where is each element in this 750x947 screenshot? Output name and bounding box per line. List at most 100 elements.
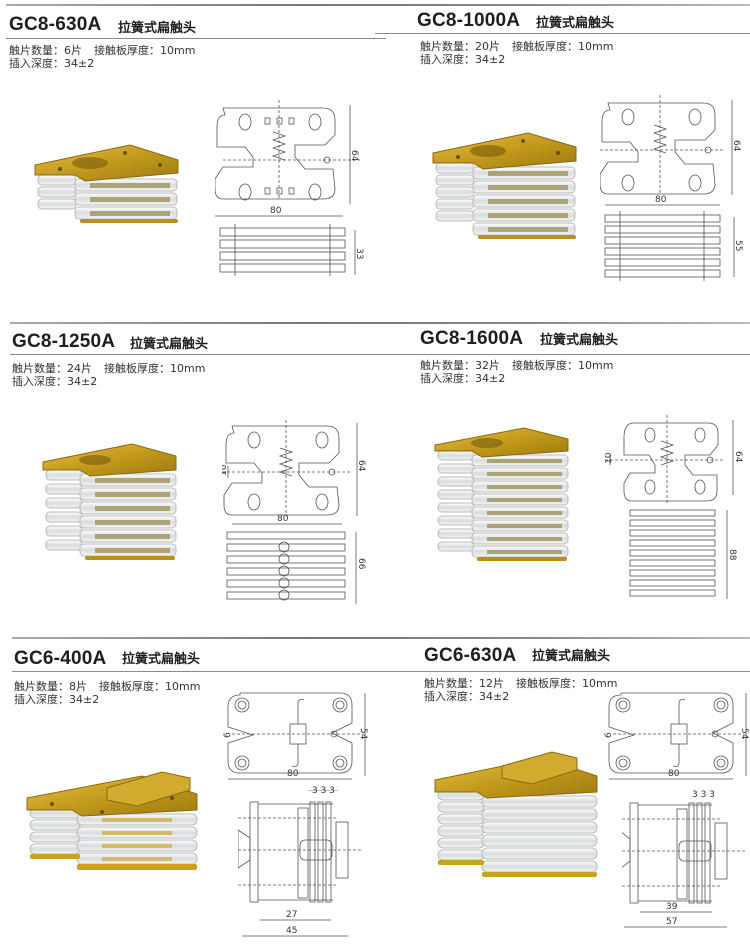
dim-gap: 6 (604, 732, 614, 738)
technical-drawing: 10 64 88 (605, 415, 743, 599)
product-type: 拉簧式扁触头 (130, 337, 209, 352)
dim-stack: 33 (354, 248, 364, 259)
thickness-label: 接触板厚度： (512, 40, 578, 53)
plate-stack (37, 174, 178, 223)
thickness-label: 接触板厚度： (512, 359, 578, 372)
model-title: GC6-630A (424, 645, 517, 666)
spec-block: 触片数量：20片接触板厚度：10mm 插入深度：34±2 (420, 40, 613, 66)
divider-top (6, 4, 750, 6)
technical-drawing: 39 57 (622, 802, 747, 928)
depth: 34±2 (475, 53, 506, 66)
spec-block: 触片数量：32片接触板厚度：10mm 插入深度：34±2 (420, 359, 613, 385)
divider-under-title (6, 38, 386, 39)
dim-height: 54 (358, 728, 368, 740)
depth-label: 插入深度： (14, 693, 69, 706)
contact-count: 12片 (479, 677, 504, 690)
contact-count: 6片 (64, 44, 82, 57)
contact-count-label: 触片数量： (420, 359, 475, 372)
product-photo (434, 427, 569, 561)
thickness-label: 接触板厚度： (94, 44, 160, 57)
contact-count: 8片 (69, 680, 87, 693)
contact-count-label: 触片数量： (9, 44, 64, 57)
divider-under-title (10, 354, 750, 355)
dim-pitch: 3 3 3 (312, 786, 335, 795)
model-title: GC6-400A (14, 648, 107, 669)
dim-width: 80 (655, 195, 667, 205)
contact-count-label: 触片数量： (420, 40, 475, 53)
product-photo (432, 132, 577, 239)
dim-height: 64 (731, 140, 741, 152)
product-photo (434, 751, 598, 877)
depth: 34±2 (64, 57, 95, 70)
dim-gap: 10 (605, 452, 614, 464)
thickness: 10mm (578, 359, 614, 372)
depth-label: 插入深度： (424, 690, 479, 703)
product-type: 拉簧式扁触头 (536, 16, 615, 31)
spec-block: 触片数量：8片接触板厚度：10mm 插入深度：34±2 (14, 680, 200, 706)
depth-label: 插入深度： (420, 372, 475, 385)
technical-drawing: 80 10 64 66 (222, 420, 366, 604)
thickness-label: 接触板厚度： (104, 362, 170, 375)
dim-stack: 88 (727, 549, 737, 561)
product-type: 拉簧式扁触头 (118, 21, 197, 36)
dim-height: 64 (733, 451, 743, 463)
dim-stack: 55 (733, 240, 743, 251)
model-title: GC8-630A (9, 14, 102, 35)
contact-count: 24片 (67, 362, 92, 375)
depth-label: 插入深度： (420, 53, 475, 66)
technical-drawing: 3 3 3 27 45 (238, 790, 363, 937)
dim-gap: 10 (222, 464, 229, 476)
dim-overall: 57 (666, 917, 677, 927)
dim-overall: 45 (286, 926, 297, 936)
thickness: 10mm (170, 362, 206, 375)
technical-drawing: 80 6 54 (223, 692, 368, 780)
divider-under-title (12, 671, 750, 672)
spec-block: 触片数量：6片接触板厚度：10mm 插入深度：34±2 (9, 44, 195, 70)
thickness: 10mm (582, 677, 618, 690)
dim-pitch: 3 3 3 (692, 790, 715, 799)
thickness: 10mm (165, 680, 201, 693)
contact-count-label: 触片数量： (12, 362, 67, 375)
dim-height: 64 (349, 150, 359, 162)
contact-count-label: 触片数量： (424, 677, 479, 690)
depth: 34±2 (475, 372, 506, 385)
technical-drawing: 80 64 33 (215, 100, 364, 276)
depth-label: 插入深度： (9, 57, 64, 70)
dim-stack: 66 (356, 558, 366, 570)
depth-label: 插入深度： (12, 375, 67, 388)
model-title: GC8-1600A (420, 328, 524, 349)
dim-height: 54 (739, 728, 749, 740)
dim-gap: 6 (223, 732, 233, 738)
depth: 34±2 (479, 690, 510, 703)
dim-width: 80 (668, 769, 680, 779)
divider-under-title (375, 33, 750, 34)
product-type: 拉簧式扁触头 (122, 652, 201, 667)
model-title: GC8-1000A (417, 10, 521, 31)
product-photo (26, 771, 198, 870)
technical-drawing: 80 6 54 (604, 692, 749, 780)
depth: 34±2 (69, 693, 100, 706)
thickness-label: 接触板厚度： (516, 677, 582, 690)
contact-count-label: 触片数量： (14, 680, 69, 693)
product-photo (34, 144, 179, 223)
depth: 34±2 (67, 375, 98, 388)
dimension-pitch: 3 3 3 (692, 790, 715, 799)
thickness: 10mm (578, 40, 614, 53)
thickness-label: 接触板厚度： (99, 680, 165, 693)
dim-width: 80 (287, 769, 299, 779)
thickness: 10mm (160, 44, 196, 57)
contact-count: 32片 (475, 359, 500, 372)
product-type: 拉簧式扁触头 (532, 649, 611, 664)
dimension-pitch: 3 3 3 (312, 786, 335, 795)
technical-drawing: 80 64 55 (600, 95, 743, 281)
dim-inner: 27 (286, 910, 297, 920)
dim-inner: 39 (666, 902, 678, 912)
contact-count: 20片 (475, 40, 500, 53)
model-title: GC8-1250A (12, 331, 116, 352)
spec-block: 触片数量：24片接触板厚度：10mm 插入深度：34±2 (12, 362, 205, 388)
product-photo (42, 443, 177, 560)
divider-section (10, 322, 750, 324)
dim-width: 80 (277, 514, 289, 524)
product-type: 拉簧式扁触头 (540, 333, 619, 348)
dim-height: 64 (356, 460, 366, 472)
